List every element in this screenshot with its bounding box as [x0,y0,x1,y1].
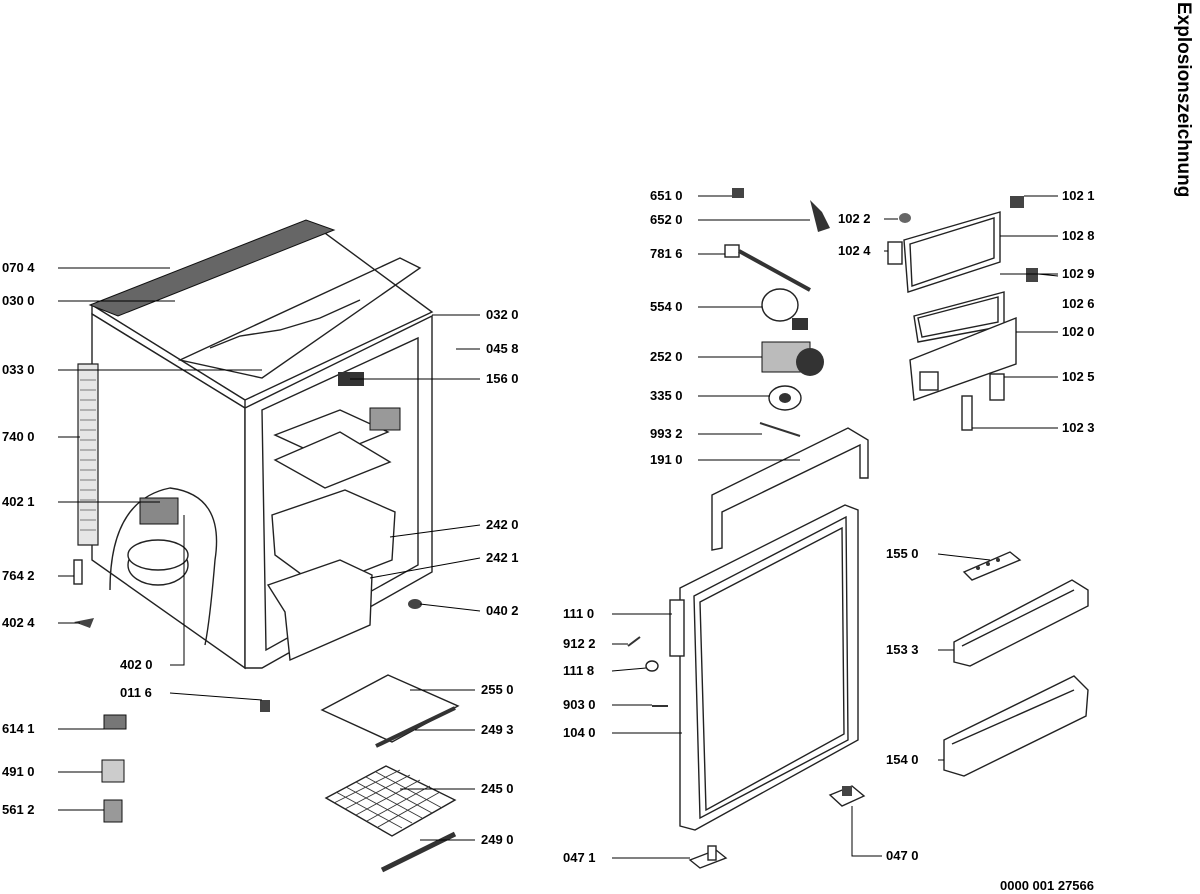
part-label-0300: 030 0 [2,293,35,308]
part-label-1025: 102 5 [1062,369,1095,384]
cabinet-body [73,219,460,873]
freezer-door-parts [887,196,1089,777]
part-label-2450: 245 0 [481,781,514,796]
part-label-0116: 011 6 [120,685,152,700]
part-label-1023: 102 3 [1062,420,1095,435]
part-label-5612: 561 2 [2,802,35,817]
part-label-1020: 102 0 [1062,324,1095,339]
document-number: 0000 001 27566 [1000,878,1094,893]
part-label-1024: 102 4 [838,243,871,258]
part-label-2490: 249 0 [481,832,514,847]
part-label-0471: 047 1 [563,850,596,865]
part-label-2421: 242 1 [486,550,519,565]
part-label-1550: 155 0 [886,546,919,561]
drawing-title-text: Explosionszeichnung [1173,2,1194,198]
part-label-1910: 191 0 [650,452,683,467]
part-label-9030: 903 0 [563,697,596,712]
part-label-0704: 070 4 [2,260,35,275]
leader-lines [58,195,1059,859]
part-label-1533: 153 3 [886,642,919,657]
part-label-2520: 252 0 [650,349,683,364]
part-label-4020: 402 0 [120,657,153,672]
part-label-1021: 102 1 [1062,188,1095,203]
part-label-4910: 491 0 [2,764,35,779]
part-label-7400: 740 0 [2,429,35,444]
part-label-5540: 554 0 [650,299,683,314]
part-label-2493: 249 3 [481,722,514,737]
drawing-title: Explosionszeichnung [1166,2,1196,282]
part-label-1540: 154 0 [886,752,919,767]
part-label-6510: 651 0 [650,188,683,203]
part-label-9932: 993 2 [650,426,683,441]
part-label-0320: 032 0 [486,307,519,322]
part-label-7642: 764 2 [2,568,35,583]
part-label-1040: 104 0 [563,725,596,740]
part-label-1022: 102 2 [838,211,871,226]
part-label-7816: 781 6 [650,246,683,261]
part-label-0458: 045 8 [486,341,519,356]
part-label-1118: 111 8 [563,663,595,678]
part-label-0402: 040 2 [486,603,519,618]
middle-components [627,188,869,869]
part-label-0330: 033 0 [2,362,35,377]
part-label-4021: 402 1 [2,494,35,509]
part-label-1028: 102 8 [1062,228,1095,243]
part-label-2420: 242 0 [486,517,519,532]
part-label-1026: 102 6 [1062,296,1095,311]
part-label-6141: 614 1 [2,721,35,736]
part-label-1560: 156 0 [486,371,519,386]
part-label-6520: 652 0 [650,212,683,227]
part-label-3350: 335 0 [650,388,683,403]
part-label-1110: 111 0 [563,606,595,621]
part-label-2550: 255 0 [481,682,514,697]
part-label-1029: 102 9 [1062,266,1095,281]
part-label-0470: 047 0 [886,848,919,863]
part-label-9122: 912 2 [563,636,596,651]
part-label-4024: 402 4 [2,615,35,630]
